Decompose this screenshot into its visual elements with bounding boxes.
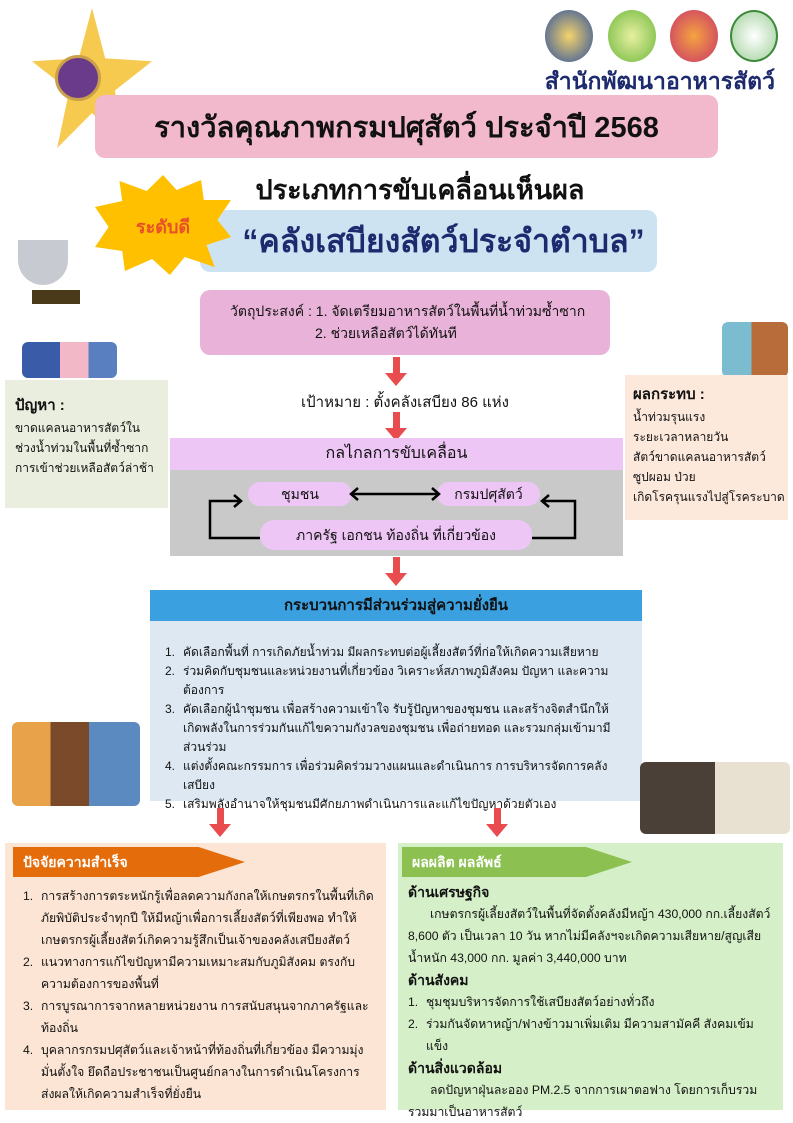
process-item: 1.คัดเลือกพื้นที่ การเกิดภัยน้ำท่วม มีผล… <box>165 645 599 659</box>
logo-4 <box>730 10 778 62</box>
trophy-icon <box>18 240 68 285</box>
objective-item: 1. จัดเตรียมอาหารสัตว์ในพื้นที่น้ำท่วมซ้… <box>315 303 586 319</box>
logo-3 <box>670 10 718 62</box>
project-name: “คลังเสบียงสัตว์ประจำตำบล” <box>242 222 645 259</box>
success-header: ปัจจัยความสำเร็จ <box>13 847 245 877</box>
farmers-illustration <box>12 722 140 806</box>
success-item: 2.แนวทางการแก้ไขปัญหามีความเหมาะสมกับภูม… <box>23 955 355 991</box>
node-partners: ภาครัฐ เอกชน ท้องถิ่น ที่เกี่ยวข้อง <box>260 520 532 550</box>
process-item: 5.เสริมพลังอำนาจให้ชุมชนมีศักยภาพดำเนินก… <box>165 797 557 811</box>
target-text: เป้าหมาย : ตั้งคลังเสบียง 86 แห่ง <box>301 394 509 411</box>
flood-house-illustration <box>22 342 117 378</box>
problem-line: ขาดแคลนอาหารสัตว์ใน <box>15 421 141 435</box>
social-title: ด้านสังคม <box>408 972 469 988</box>
success-item: 4.บุคลากรกรมปศุสัตว์และเจ้าหน้าที่ท้องถิ… <box>23 1043 364 1101</box>
environment-title: ด้านสิ่งแวดล้อม <box>408 1060 503 1076</box>
award-level: ระดับดี <box>135 217 191 237</box>
award-title-text: รางวัลคุณภาพกรมปศุสัตว์ ประจำปี 2568 <box>154 111 659 144</box>
down-arrow-icon <box>486 808 508 837</box>
impact-title: ผลกระทบ : <box>633 386 705 403</box>
impact-line: น้ำท่วมรุนแรง <box>633 410 706 424</box>
node-department: กรมปศุสัตว์ <box>437 482 540 506</box>
success-item: 3.การบูรณาการจากหลายหน่วยงาน การสนับสนุน… <box>23 999 369 1035</box>
process-header: กระบวนการมีส่วนร่วมสู่ความยั่งยืน <box>150 590 642 621</box>
environment-text: ลดปัญหาฝุ่นละออง PM.2.5 จากการเผาตอฟาง โ… <box>408 1083 758 1119</box>
economic-title: ด้านเศรษฐกิจ <box>408 884 490 900</box>
impact-line: ซูปผอม ป่วย <box>633 470 696 484</box>
agency-name: สำนักพัฒนาอาหารสัตว์ <box>544 68 775 94</box>
award-title: รางวัลคุณภาพกรมปศุสัตว์ ประจำปี 2568 <box>95 95 718 158</box>
project-name-box: “คลังเสบียงสัตว์ประจำตำบล” <box>200 210 657 272</box>
problem-title: ปัญหา : <box>15 397 65 414</box>
outputs-box: ผลผลิต ผลลัพธ์ ด้านเศรษฐกิจ เกษตรกรผู้เล… <box>398 843 783 1119</box>
impact-line: สัตว์ขาดแคลนอาหารสัตว์ <box>633 450 766 464</box>
process-item: 3.คัดเลือกผู้นำชุมชน เพื่อสร้างความเข้าใ… <box>165 702 611 754</box>
social-item: 2.ร่วมกันจัดหาหญ้า/ฟางข้าวมาเพิ่มเติม มี… <box>408 1017 754 1053</box>
success-factors-box: ปัจจัยความสำเร็จ 1.การสร้างการตระหนักรู้… <box>5 843 386 1110</box>
problem-line: ช่วงน้ำท่วมในพื้นที่ซ้ำซาก <box>15 441 149 455</box>
buffalo-sheep-illustration <box>640 762 790 834</box>
department-seal-logo <box>55 55 101 101</box>
objective-box: วัตถุประสงค์ : 1. จัดเตรียมอาหารสัตว์ในพ… <box>200 290 610 355</box>
mechanism-connectors <box>208 487 577 540</box>
objective-item: 2. ช่วยเหลือสัตว์ได้ทันที <box>315 325 457 341</box>
award-category: ประเภทการขับเคลื่อนเห็นผล <box>255 175 585 205</box>
impact-line: ระยะเวลาหลายวัน <box>633 430 729 444</box>
down-arrow-icon <box>385 412 407 441</box>
node-community: ชุมชน <box>248 482 352 506</box>
outputs-header: ผลผลิต ผลลัพธ์ <box>402 847 632 877</box>
process-item: 4.แต่งตั้งคณะกรรมการ เพื่อร่วมคิดร่วมวาง… <box>165 759 608 792</box>
process-item: 2.ร่วมคิดกับชุมชนและหน่วยงานที่เกี่ยวข้อ… <box>165 664 609 697</box>
economic-text: เกษตรกรผู้เลี้ยงสัตว์ในพื้นที่จัดตั้งคลั… <box>408 907 771 965</box>
trophy-base <box>32 290 80 304</box>
down-arrow-icon <box>209 808 231 837</box>
vet-illustration <box>722 322 788 377</box>
down-arrow-icon <box>385 357 407 386</box>
objective-label: วัตถุประสงค์ : <box>230 303 316 319</box>
problem-box: ปัญหา : ขาดแคลนอาหารสัตว์ใน ช่วงน้ำท่วมใ… <box>5 380 168 508</box>
mechanism-diagram: ชุมชน กรมปศุสัตว์ ภาครัฐ เอกชน ท้องถิ่น … <box>170 470 623 556</box>
process-list: 1.คัดเลือกพื้นที่ การเกิดภัยน้ำท่วม มีผล… <box>150 621 642 811</box>
mechanism-header: กลไกลการขับเคลื่อน <box>170 438 623 470</box>
problem-line: การเข้าช่วยเหลือสัตว์ล่าช้า <box>15 461 154 475</box>
impact-box: ผลกระทบ : น้ำท่วมรุนแรง ระยะเวลาหลายวัน … <box>625 375 788 520</box>
logo-2 <box>608 10 656 62</box>
down-arrow-icon <box>385 557 407 586</box>
impact-line: เกิดโรครุนแรงไปสู่โรคระบาด <box>633 490 785 504</box>
logo-1 <box>545 10 593 62</box>
social-item: 1.ชุมชุมบริหารจัดการใช้เสบียงสัตว์อย่างท… <box>408 995 655 1009</box>
success-item: 1.การสร้างการตระหนักรู้เพื่อลดความกังกลใ… <box>23 889 374 947</box>
